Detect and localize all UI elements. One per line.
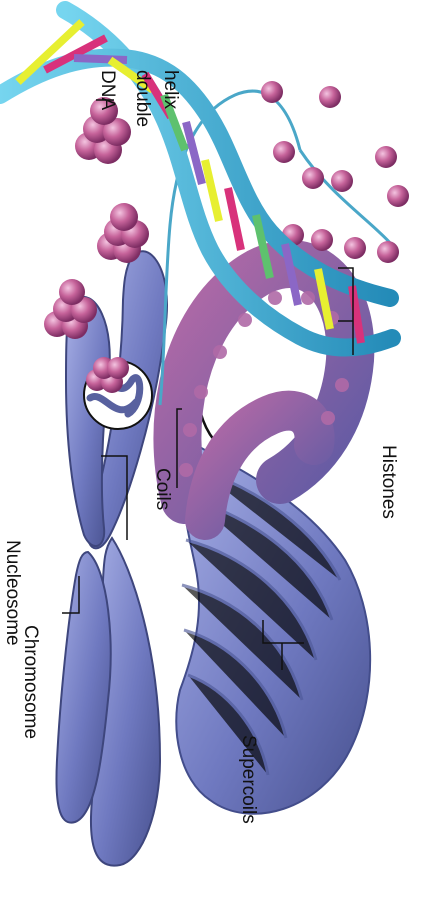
label-dna: DNA xyxy=(97,70,118,110)
label-chromosome: Chromosome xyxy=(20,625,41,739)
label-supercoils: Supercoils xyxy=(238,735,259,824)
label-helix: helix xyxy=(160,70,181,110)
label-histones: Histones xyxy=(378,445,399,519)
chromosome-shape xyxy=(56,251,167,865)
label-coils: Coils xyxy=(152,468,173,510)
label-nucleosome: Nucleosome xyxy=(2,540,23,646)
label-double: double xyxy=(132,70,153,127)
